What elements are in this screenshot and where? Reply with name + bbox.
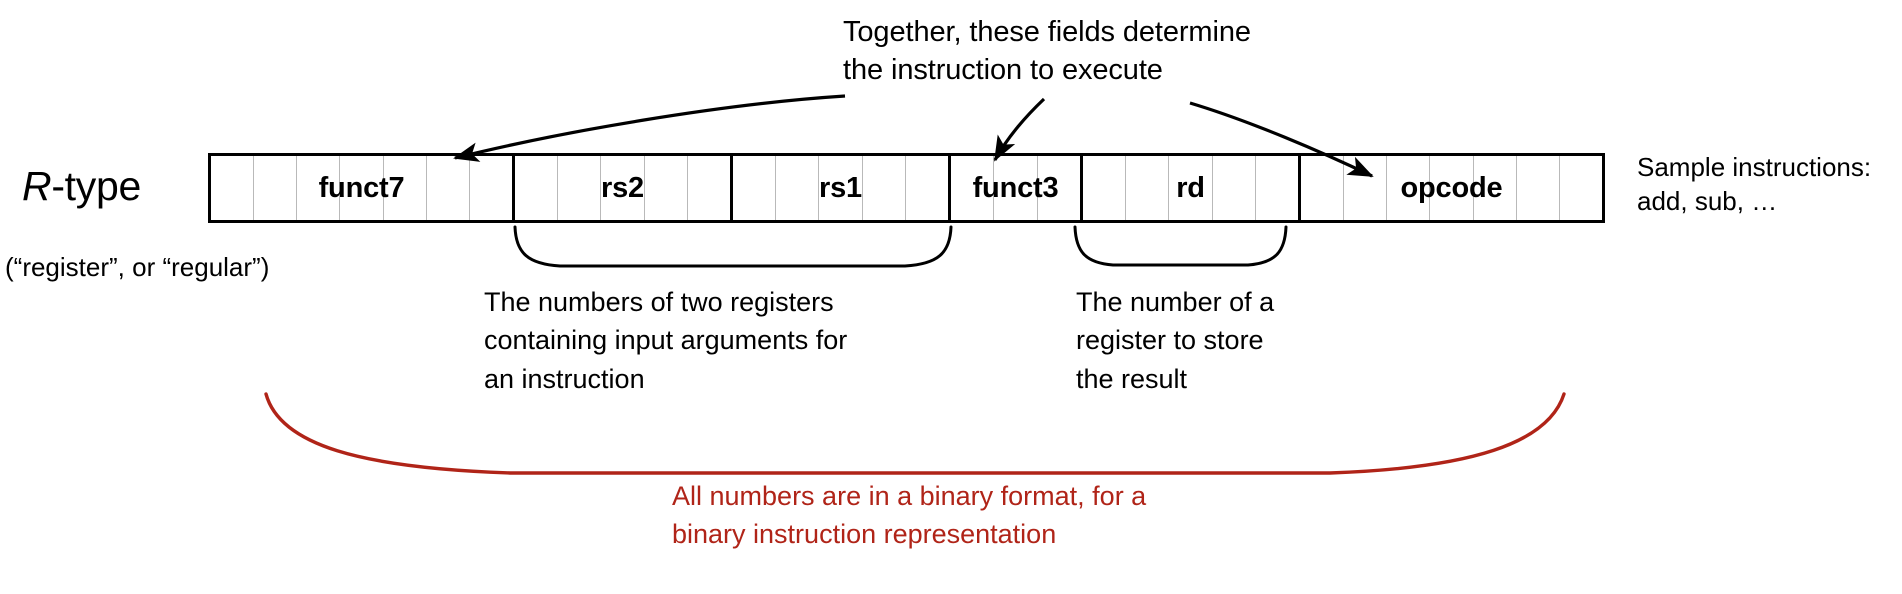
bit-cells-rd xyxy=(1083,156,1298,220)
format-name-label: R-type xyxy=(22,160,141,213)
binary-format-note-line-1: All numbers are in a binary format, for … xyxy=(672,481,1147,511)
sample-instructions-list: add, sub, … xyxy=(1637,186,1778,217)
destination-register-note-line-1: The number of a xyxy=(1076,287,1275,317)
source-registers-note-line-2: containing input arguments for xyxy=(484,325,848,356)
source-registers-note-line-3: an instruction xyxy=(484,363,645,394)
instruction-bit-strip: funct7 rs2 rs1 funct3 rd opcode xyxy=(208,153,1605,223)
sample-instructions-heading: Sample instructions: xyxy=(1637,152,1872,182)
field-label-rs1: rs1 xyxy=(819,171,862,204)
field-rs2: rs2 xyxy=(512,156,730,220)
destination-register-note-line-2: register to store xyxy=(1076,325,1264,356)
field-funct3: funct3 xyxy=(948,156,1080,220)
bit-cells-funct3 xyxy=(951,156,1080,220)
binary-format-note: All numbers are in a binary format, for … xyxy=(672,478,1146,554)
red-underline-curve xyxy=(264,392,1566,475)
arrow-to-funct7 xyxy=(453,94,846,162)
format-name-suffix: -type xyxy=(51,163,141,209)
binary-format-note-line-2: binary instruction representation xyxy=(672,518,1057,549)
field-label-rd: rd xyxy=(1176,171,1205,204)
format-name-subtitle: (“register”, or “regular”) xyxy=(5,252,270,282)
bit-cells-rs2 xyxy=(515,156,730,220)
top-annotation: Together, these fields determine the ins… xyxy=(843,14,1251,89)
field-label-funct7: funct7 xyxy=(318,171,405,204)
field-funct7: funct7 xyxy=(211,156,512,220)
arrow-to-funct3 xyxy=(993,97,1046,162)
bit-cells-rs1 xyxy=(733,156,948,220)
field-opcode: opcode xyxy=(1298,156,1602,220)
source-registers-note-line-1: The numbers of two registers xyxy=(484,287,834,317)
field-rs1: rs1 xyxy=(730,156,948,220)
field-label-funct3: funct3 xyxy=(972,171,1059,204)
bit-cells-opcode xyxy=(1301,156,1602,220)
field-rd: rd xyxy=(1080,156,1298,220)
bit-cells-funct7 xyxy=(211,156,512,220)
top-annotation-line-1: Together, these fields determine xyxy=(843,16,1251,48)
source-registers-note: The numbers of two registers containing … xyxy=(484,283,847,398)
field-label-rs2: rs2 xyxy=(601,171,644,204)
field-label-opcode: opcode xyxy=(1400,171,1503,204)
top-annotation-line-2: the instruction to execute xyxy=(843,53,1163,86)
sample-instructions-note: Sample instructions: add, sub, … xyxy=(1637,150,1871,219)
format-name-italic: R xyxy=(22,163,52,209)
destination-register-note-line-3: the result xyxy=(1076,363,1188,394)
destination-register-note: The number of a register to store the re… xyxy=(1076,283,1274,398)
brace-destination-register xyxy=(1073,225,1288,267)
brace-source-registers xyxy=(513,225,953,268)
